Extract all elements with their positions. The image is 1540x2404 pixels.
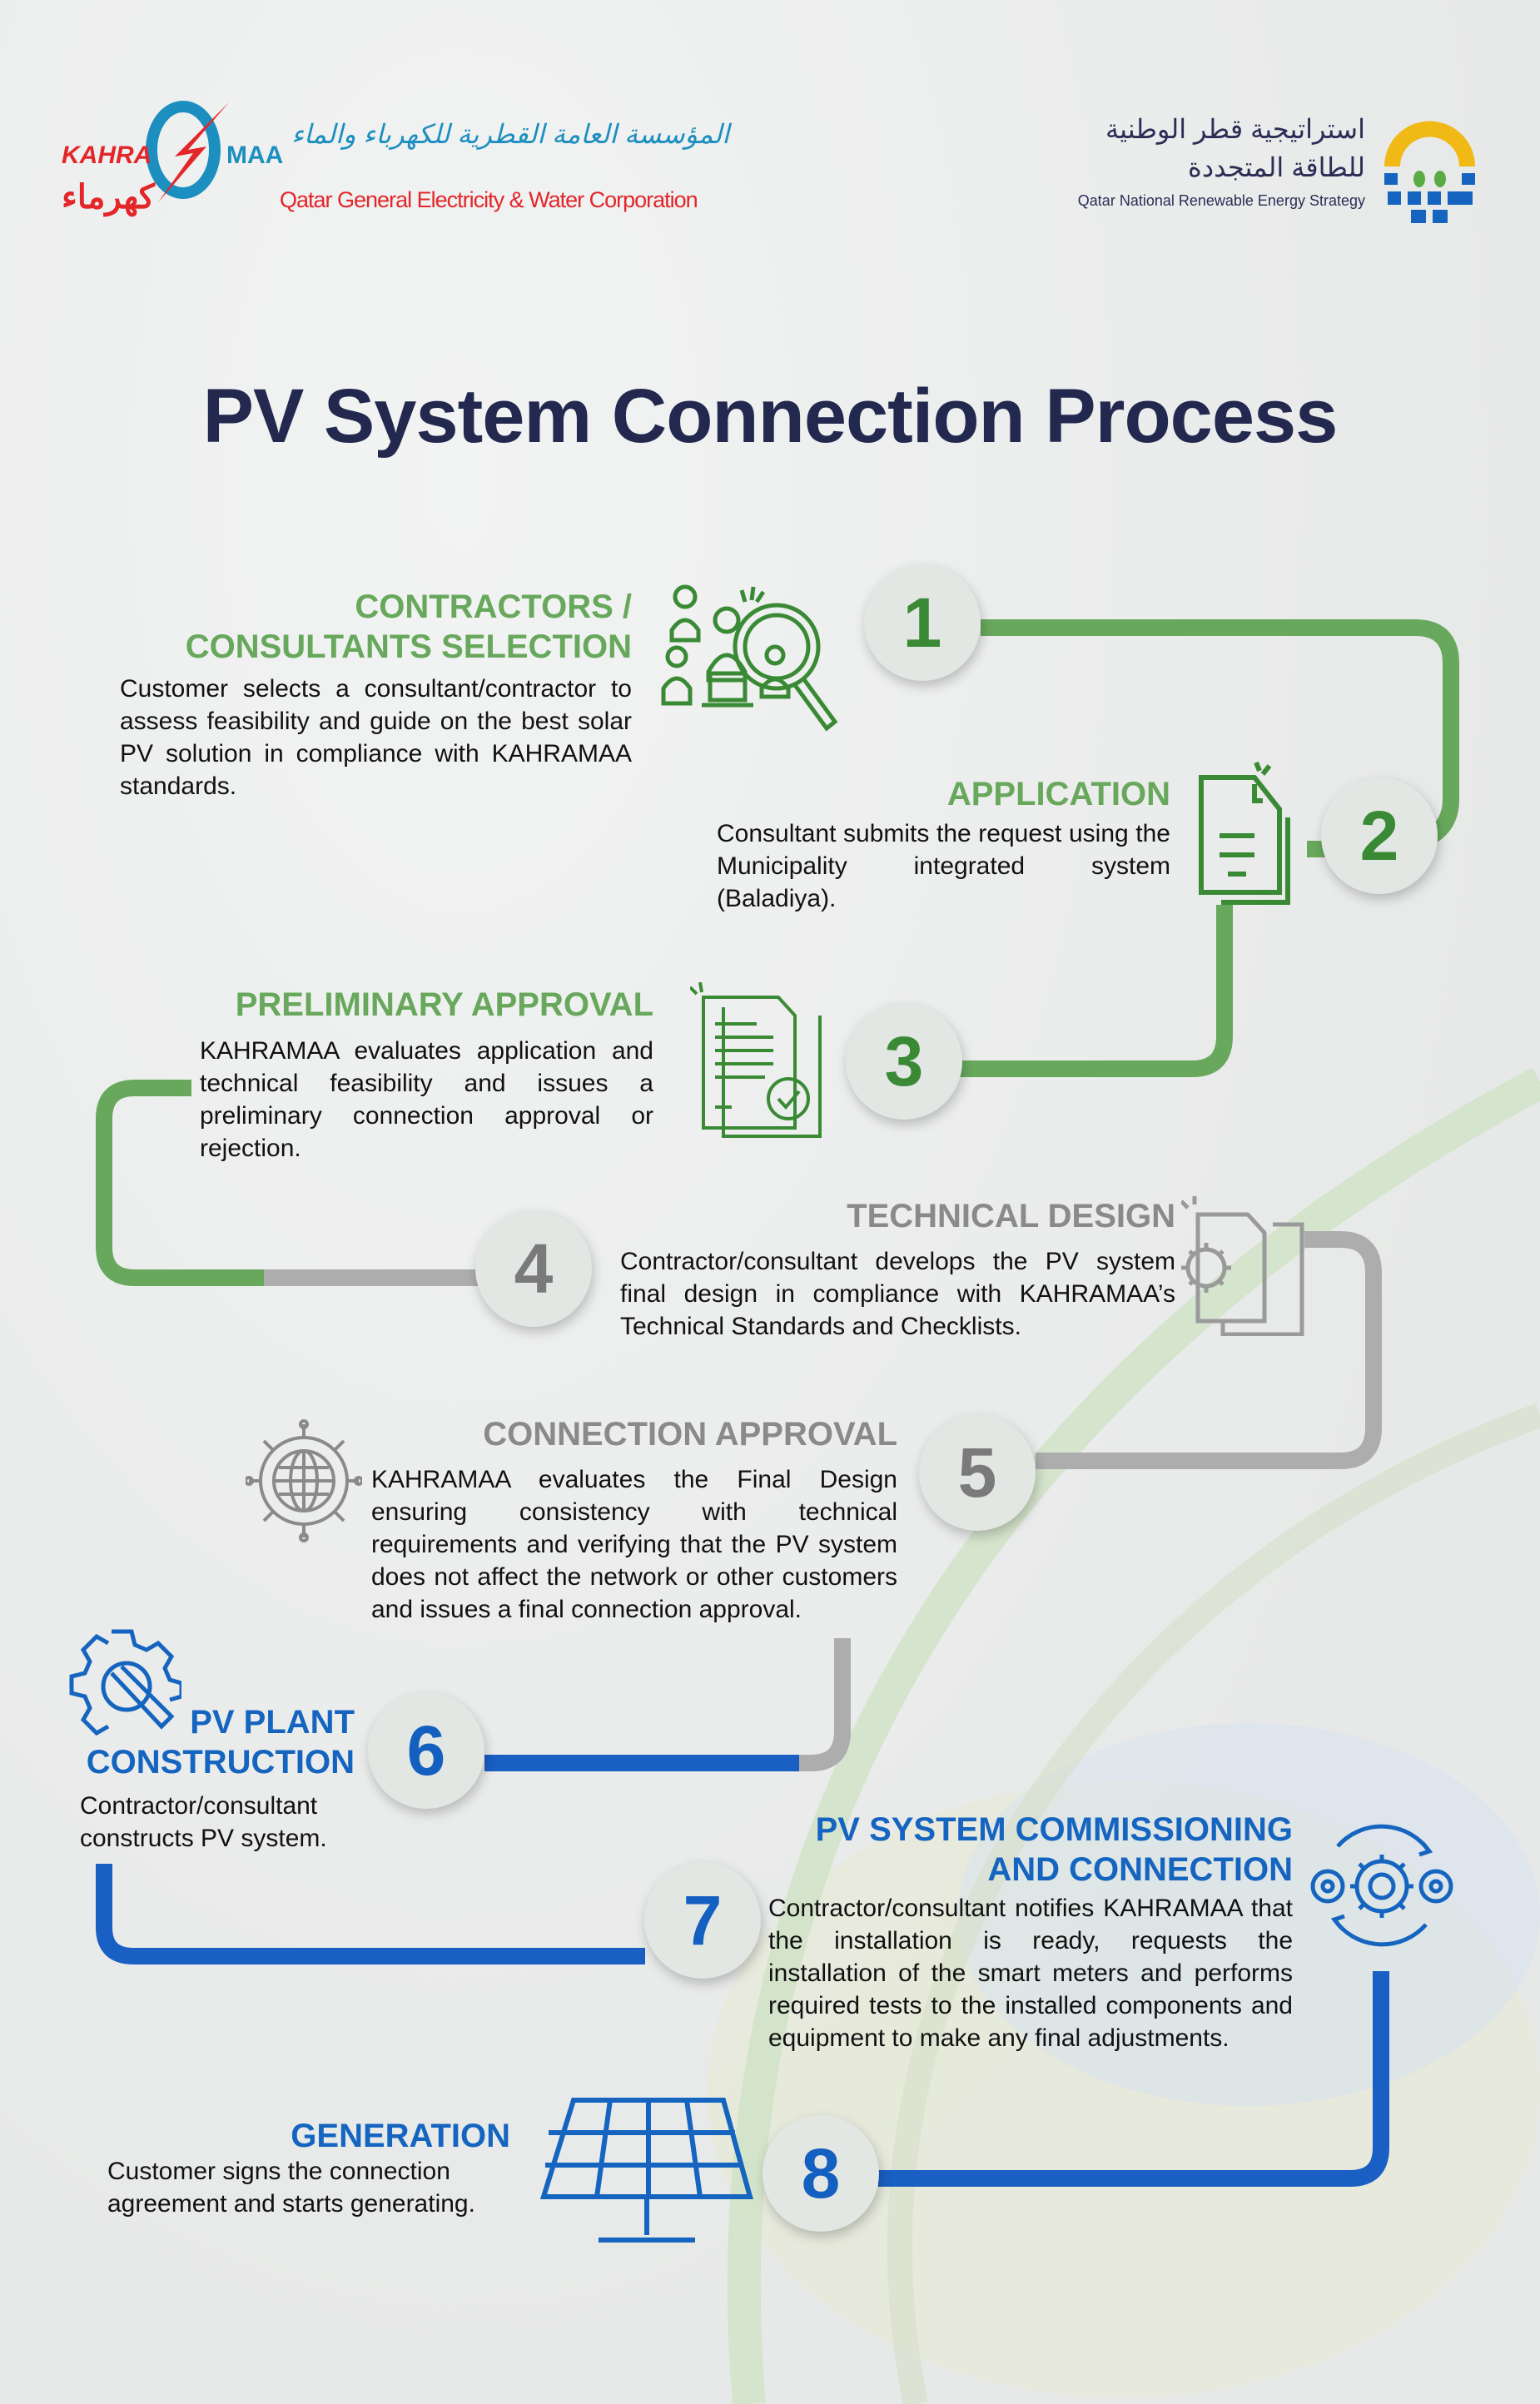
step-2-description: Consultant submits the request using the… <box>717 820 1170 912</box>
step-6-number: 6 <box>368 1692 484 1809</box>
step-1-heading-line: CONTRACTORS / <box>355 589 632 625</box>
step-4-number: 4 <box>475 1210 592 1327</box>
step-6-heading: PV PLANT CONSTRUCTION <box>87 1702 355 1782</box>
step-6-heading-line: CONSTRUCTION <box>86 1744 355 1781</box>
step-8-description: Customer signs the connection agreement … <box>107 2158 475 2218</box>
wrench-gear-icon <box>69 1629 181 1736</box>
page-title: PV System Connection Process <box>202 374 1339 459</box>
kahramaa-emblem-icon <box>146 101 229 202</box>
step-7-heading-line: PV SYSTEM COMMISSIONING <box>815 1811 1293 1848</box>
step-3-description: KAHRAMAA evaluates application and techn… <box>200 1037 653 1162</box>
step-4-description: Contractor/consultant develops the PV sy… <box>620 1248 1175 1340</box>
step-8-number: 8 <box>763 2115 879 2232</box>
step-5-heading-line: CONNECTION APPROVAL <box>483 1416 897 1453</box>
qnres-arabic-line2: للطاقة المتجددة <box>1188 152 1365 182</box>
contractors-search-icon <box>661 584 838 732</box>
step-5-number: 5 <box>919 1414 1036 1531</box>
step-2-heading-line: APPLICATION <box>946 776 1170 812</box>
step-4-heading-line: TECHNICAL DESIGN <box>847 1198 1175 1234</box>
process-path <box>96 619 1459 2187</box>
kahramaa-logo: KAHRA MAA المؤسسة العامة القطرية للكهربا… <box>62 98 729 223</box>
step-2-heading: APPLICATION <box>947 774 1170 814</box>
document-check-icon <box>690 982 822 1138</box>
qnres-logo: استراتيجية قطر الوطنية للطاقة المتجددة Q… <box>1032 114 1482 225</box>
step-1-number: 1 <box>864 564 981 681</box>
kahramaa-english-name: Qatar General Electricity & Water Corpor… <box>280 187 698 212</box>
globe-network-icon <box>246 1419 362 1542</box>
step-3-number: 3 <box>846 1003 962 1120</box>
step-7-number: 7 <box>644 1862 761 1979</box>
step-3-heading-line: PRELIMINARY APPROVAL <box>235 986 653 1023</box>
step-8-heading-line: GENERATION <box>291 2118 510 2154</box>
gears-cycle-icon <box>1310 1824 1453 1947</box>
kahramaa-right-word: MAA <box>226 142 284 169</box>
qnres-arabic-line1: استراتيجية قطر الوطنية <box>1105 114 1365 144</box>
step-8-heading: GENERATION <box>291 2116 510 2156</box>
solar-panel-icon <box>540 2098 753 2243</box>
qnres-english-name: Qatar National Renewable Energy Strategy <box>1077 192 1365 209</box>
kahramaa-left-word: KAHRA <box>62 142 152 169</box>
step-1-heading: CONTRACTORS / CONSULTANTS SELECTION <box>186 587 632 667</box>
kahramaa-arabic-name: المؤسسة العامة القطرية للكهرباء والماء <box>291 119 730 149</box>
step-6-heading-line: PV PLANT <box>190 1704 355 1741</box>
step-7-heading: PV SYSTEM COMMISSIONING AND CONNECTION <box>816 1810 1293 1890</box>
qnres-emblem-icon <box>1384 121 1475 223</box>
step-4-heading: TECHNICAL DESIGN <box>847 1196 1175 1236</box>
document-icon <box>1199 761 1290 905</box>
step-3-heading: PRELIMINARY APPROVAL <box>236 985 653 1025</box>
step-1-heading-line: CONSULTANTS SELECTION <box>185 628 632 665</box>
kahramaa-arabic-short: كهرماء <box>62 179 155 216</box>
step-7-heading-line: AND CONNECTION <box>987 1851 1293 1888</box>
step-2-number: 2 <box>1321 777 1438 894</box>
gear-document-icon <box>1181 1196 1304 1336</box>
step-6-description: Contractor/consultant constructs PV syst… <box>80 1792 327 1852</box>
step-5-description: KAHRAMAA evaluates the Final Design ensu… <box>371 1466 897 1623</box>
step-5-heading: CONNECTION APPROVAL <box>483 1414 897 1454</box>
step-7-description: Contractor/consultant notifies KAHRAMAA … <box>768 1895 1293 2052</box>
step-1-description: Customer selects a consultant/contractor… <box>120 675 632 800</box>
